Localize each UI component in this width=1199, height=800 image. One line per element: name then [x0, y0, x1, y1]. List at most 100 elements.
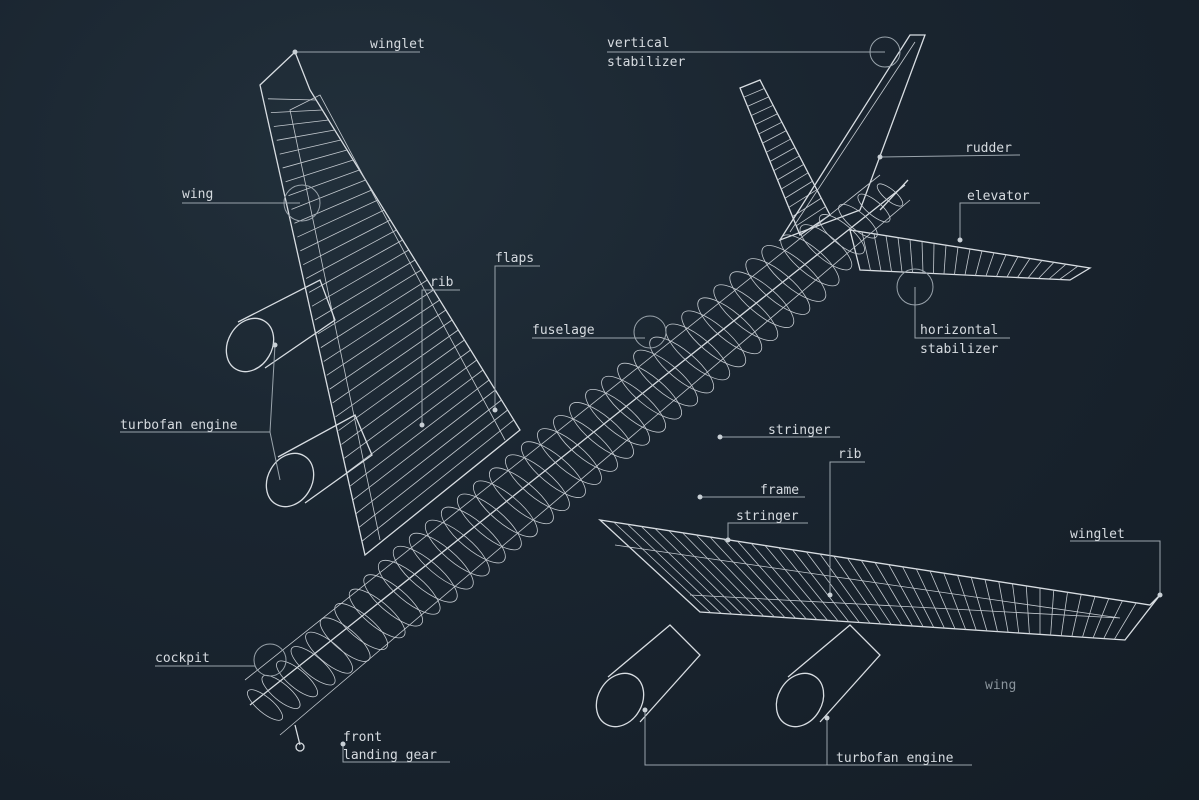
rib-line	[303, 219, 391, 266]
rib-line	[300, 209, 385, 252]
rib-line	[654, 528, 743, 616]
rib-line	[1059, 265, 1079, 280]
fuselage-frame	[247, 689, 283, 721]
leader-lines	[120, 36, 1163, 766]
label-rudder: rudder	[965, 141, 1012, 156]
rib-line	[344, 359, 478, 459]
rib-line	[777, 164, 804, 181]
rib-line	[613, 521, 711, 613]
rib-line	[819, 553, 871, 624]
rib-line	[1025, 585, 1030, 634]
turbofan-engine-right-1	[595, 624, 701, 728]
fuselage-frame	[697, 297, 763, 355]
rib-line	[1082, 596, 1096, 638]
label-frame: frame	[760, 483, 799, 498]
rib-line	[860, 560, 903, 626]
rib-line	[964, 248, 971, 276]
label-front-landing-gear-line1: front	[343, 730, 382, 745]
label-horizontal-stabilizer-line2: stabilizer	[920, 342, 998, 357]
label-turbofan-engine-right: turbofan engine	[836, 751, 954, 766]
turbofan-engine-right-2	[775, 624, 881, 728]
rib-line	[784, 180, 813, 199]
rib-line	[909, 239, 913, 273]
fuselage-frame	[876, 183, 904, 207]
rib-line	[723, 538, 796, 619]
right-wing	[597, 519, 1161, 641]
rib-line	[682, 532, 765, 617]
rib-line	[943, 572, 966, 630]
fuselage-frame	[378, 560, 441, 615]
rib-line	[929, 570, 956, 629]
rib-line	[861, 231, 871, 271]
rib-line	[320, 279, 428, 348]
airplane-wireframe	[225, 34, 1161, 752]
rib-line	[833, 555, 881, 625]
rib-line	[627, 523, 722, 614]
rib-line	[1017, 258, 1031, 278]
rib-line	[998, 581, 1009, 633]
fuselage-frame	[761, 245, 827, 302]
rib-line	[314, 259, 416, 321]
rib-line	[902, 566, 935, 628]
rib-line	[361, 419, 515, 542]
label-vertical-stabilizer-line2: stabilizer	[607, 55, 685, 70]
rib-line	[285, 159, 354, 183]
fuselage-frame	[665, 323, 731, 381]
fuselage-frame	[319, 617, 371, 662]
rib-line	[1006, 256, 1019, 278]
rib-line	[766, 138, 791, 153]
left-horizontal-stabilizer	[739, 79, 831, 236]
rib-line	[747, 96, 769, 107]
rib-line	[984, 579, 998, 632]
rib-line	[1114, 602, 1137, 640]
fuselage-frame	[440, 506, 506, 564]
front-landing-gear	[294, 724, 305, 752]
rib-line	[305, 229, 397, 279]
label-vertical-stabilizer-line1: vertical	[607, 36, 670, 51]
fuselage-frame	[649, 336, 715, 394]
rib-line	[273, 119, 329, 127]
fuselage-frame	[569, 402, 634, 459]
fuselage-frame	[857, 193, 891, 223]
rib-line	[695, 534, 775, 618]
rib-line	[773, 155, 800, 172]
fuselage-frame	[745, 258, 811, 315]
rib-line	[332, 319, 453, 404]
rib-line	[933, 243, 935, 274]
fuselage-frame	[290, 646, 336, 686]
label-winglet-right: winglet	[1070, 527, 1125, 542]
rib-line	[308, 239, 403, 293]
label-wing-right: wing	[985, 678, 1016, 693]
label-stringer-upper: stringer	[768, 423, 831, 438]
rib-line	[270, 109, 323, 114]
horizontal-stabilizer	[849, 229, 1092, 281]
label-rib-left: rib	[430, 275, 454, 290]
rib-line	[943, 245, 947, 275]
rib-line	[282, 149, 348, 169]
fuselage-frame	[334, 603, 388, 650]
fuselage-frame	[261, 674, 301, 709]
fuselage-frame	[348, 588, 406, 639]
rib-line	[338, 339, 465, 431]
rib-line	[970, 577, 988, 632]
rib-line	[297, 199, 379, 238]
label-wing-left: wing	[182, 187, 213, 202]
label-front-landing-gear-line2: landing gear	[343, 748, 437, 763]
rib-line	[1050, 590, 1055, 636]
rib-line	[329, 309, 447, 390]
left-wing	[259, 50, 521, 557]
label-horizontal-stabilizer-line1: horizontal	[920, 323, 998, 338]
fuselage-frame	[489, 467, 554, 525]
rib-line	[1103, 600, 1123, 639]
rib-line	[957, 575, 977, 631]
rib-line	[317, 269, 422, 335]
rib-line	[1027, 260, 1043, 279]
label-stringer-lower: stringer	[736, 509, 799, 524]
rib-line	[874, 562, 913, 627]
rib-line	[1038, 262, 1055, 279]
fuselage	[244, 174, 911, 736]
rib-line	[1048, 263, 1067, 280]
fuselage-frame	[363, 574, 423, 627]
label-flaps: flaps	[495, 251, 534, 266]
rib-line	[1012, 583, 1020, 634]
